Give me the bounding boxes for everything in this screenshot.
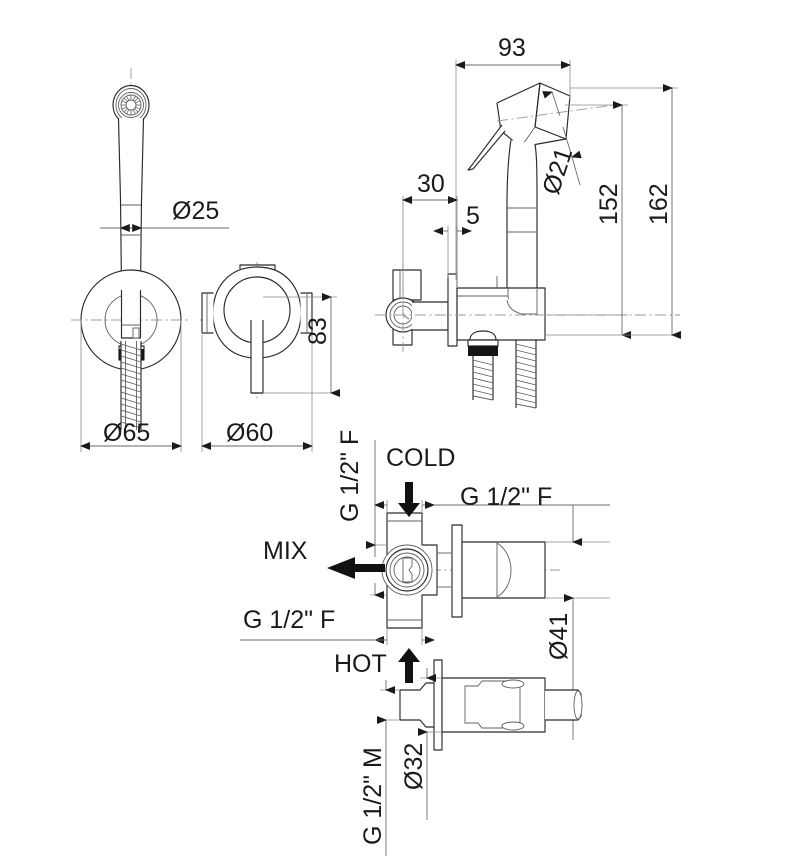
dimension-label-d65: Ø65	[103, 419, 150, 447]
spray-gun-head	[496, 82, 571, 148]
dimension-d65	[80, 320, 182, 452]
view-extension-detail: Ø32 G 1/2" M	[359, 659, 583, 856]
dimension-label-d41: Ø41	[545, 613, 573, 660]
dimension-g12m	[377, 680, 400, 856]
view-handshower-front: Ø25 Ø65	[71, 68, 229, 452]
label-hot: HOT	[334, 650, 387, 678]
mixer-lever-handle[interactable]	[250, 320, 264, 394]
dimension-label-h162: 162	[645, 183, 673, 225]
label-g12f-vertical: G 1/2" F	[336, 430, 364, 522]
spray-head	[112, 84, 150, 126]
dimension-label-h83: 83	[304, 317, 332, 345]
label-mix: MIX	[263, 537, 308, 565]
view-mixer-front: Ø60 83	[200, 262, 340, 452]
label-cold: COLD	[386, 444, 455, 472]
arrow-mix	[327, 557, 385, 579]
label-g12f-bottom-left: G 1/2" F	[243, 606, 335, 634]
supply-hose-left	[472, 356, 494, 401]
dimension-d32	[418, 668, 442, 820]
dimension-label-d60: Ø60	[226, 419, 273, 447]
dimension-label-d21: Ø21	[537, 144, 578, 198]
dimension-d60	[201, 335, 313, 452]
dimension-h152	[545, 101, 631, 339]
spray-gun-handle	[506, 139, 538, 301]
arrow-hot	[398, 648, 420, 683]
mounting-plate	[447, 273, 458, 347]
view-valve-body: Ø41 COLD HOT MIX G 1/2" F G 1/2" F G 1/2…	[240, 430, 610, 740]
dimension-label-h152: 152	[595, 183, 623, 225]
view-side-assembly: 93 30 5 Ø21	[375, 34, 681, 409]
dimension-label-w30: 30	[417, 170, 445, 198]
arrow-cold	[398, 482, 420, 517]
label-g12f-top-right: G 1/2" F	[460, 483, 552, 511]
dimension-w93	[455, 60, 571, 280]
label-g12m: G 1/2" M	[359, 747, 387, 845]
flexible-hose	[120, 340, 142, 430]
dimension-label-w5: 5	[466, 202, 480, 230]
dim-ticks-mix	[366, 440, 387, 599]
supply-hose-right	[515, 340, 537, 409]
dimension-h162	[545, 84, 681, 339]
dimension-d21	[542, 91, 582, 186]
dimension-h83	[263, 293, 340, 397]
dimension-label-d32: Ø32	[400, 743, 428, 790]
extension-flange	[433, 659, 443, 751]
dim-ticks-hot	[240, 628, 435, 645]
dimension-w5	[433, 226, 472, 288]
valve-flange-plate	[451, 524, 463, 618]
valve-cap	[461, 541, 546, 599]
dim-ticks-cold	[374, 500, 610, 513]
dimension-label-d25: Ø25	[172, 197, 219, 225]
dimension-label-w93: 93	[498, 34, 526, 62]
spray-gun-trigger[interactable]	[467, 124, 506, 171]
wall-bracket-assembly	[385, 269, 546, 409]
valve-cartridge-bore	[381, 544, 433, 596]
